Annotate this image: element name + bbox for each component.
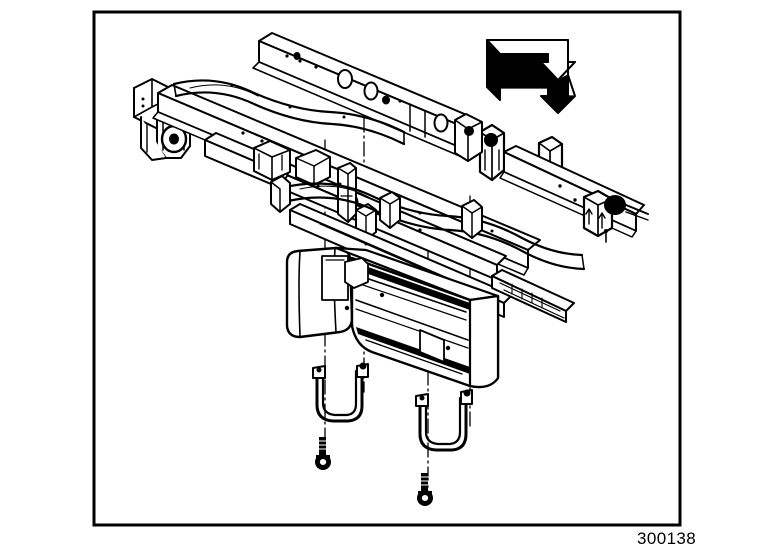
tank-right-end-cap bbox=[468, 294, 500, 389]
tank-mount-tab bbox=[344, 257, 369, 289]
crossmember-fastener bbox=[382, 95, 390, 105]
arch-mount-bracket-left bbox=[379, 191, 401, 229]
figure-border bbox=[92, 10, 682, 527]
illustration-artwork bbox=[133, 32, 649, 506]
shock-absorber-mount-bracket bbox=[582, 189, 649, 243]
tank-hanger-bracket-left bbox=[337, 162, 357, 223]
tank-lower-seam bbox=[356, 327, 470, 374]
tank-fastener-1 bbox=[379, 292, 385, 298]
rear-step-rail bbox=[491, 269, 575, 323]
right-spring-hanger-bracket bbox=[478, 123, 506, 182]
fuel-tank-strap-bolt-right bbox=[417, 473, 433, 506]
arch-left-mount bbox=[270, 175, 291, 213]
tank-fastener-3 bbox=[344, 305, 350, 311]
left-crossmember-bracket bbox=[253, 140, 291, 181]
arch-mount-bracket-right bbox=[461, 199, 483, 239]
figure-number-label: 300138 bbox=[637, 529, 697, 548]
crossmember-right-end bbox=[454, 113, 483, 162]
fuel-tank-strap-right bbox=[415, 389, 473, 452]
tank-mount-pad bbox=[419, 329, 445, 363]
fuel-tank bbox=[285, 246, 500, 389]
frame-rail-kickup-arch bbox=[279, 182, 586, 271]
tank-upper-seam bbox=[354, 262, 470, 310]
tank-fastener-2 bbox=[445, 345, 451, 351]
fuel-tank-strap-bolt-left bbox=[315, 437, 331, 470]
crossmember-fastener-2 bbox=[293, 52, 301, 60]
left-rail-kickup bbox=[172, 79, 406, 146]
center-frame-bracket bbox=[295, 149, 331, 186]
direction-arrow-icon bbox=[486, 39, 576, 114]
fuel-tank-strap-left bbox=[312, 362, 369, 423]
